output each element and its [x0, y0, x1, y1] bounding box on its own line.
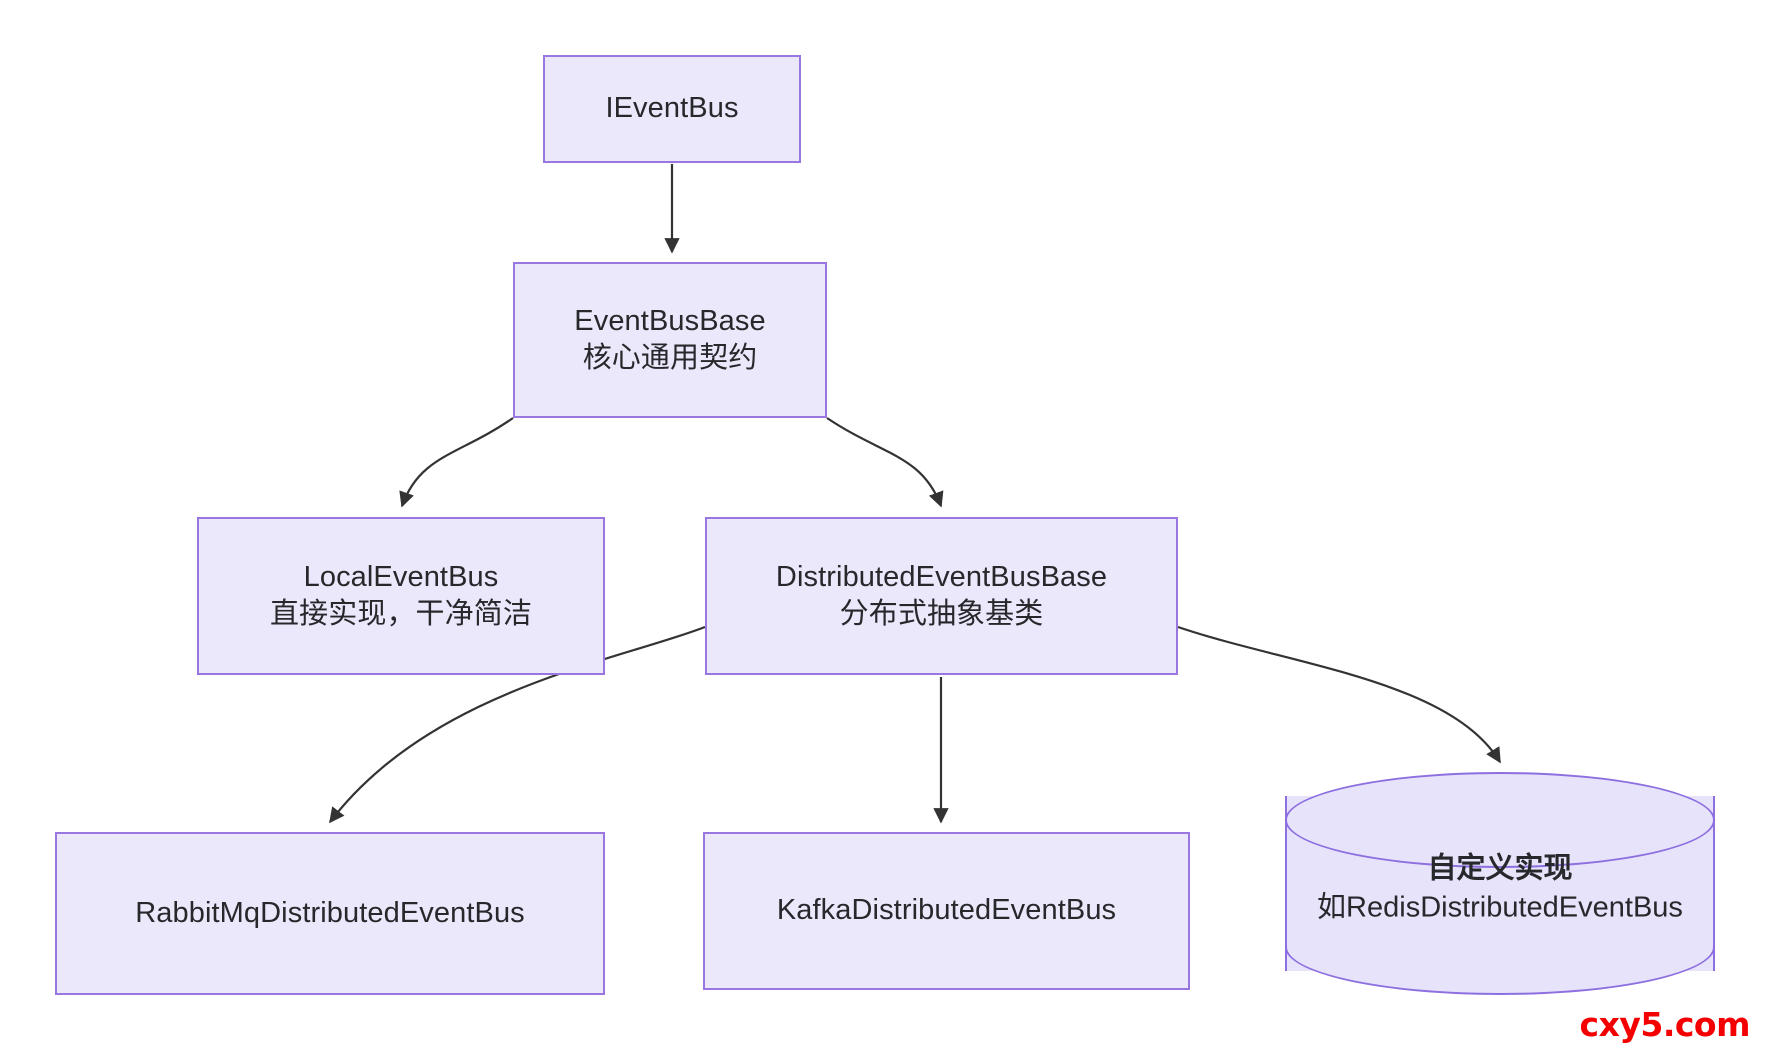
node-ieventbus[interactable]: IEventBus	[543, 55, 801, 163]
edge-eventbusbase-to-localeventbus	[399, 417, 514, 508]
watermark: cxy5.com	[1579, 1005, 1751, 1044]
node-ieventbus-line1: IEventBus	[605, 92, 739, 125]
node-localeventbus-line1: LocalEventBus	[303, 560, 499, 593]
edge-distributedeventbusbase-to-custom	[1177, 625, 1501, 764]
node-eventbusbase-line2: 核心通用契约	[582, 342, 758, 374]
node-rabbitmq-distributed-eventbus[interactable]: RabbitMqDistributedEventBus	[55, 832, 605, 995]
node-rabbitmq-distributed-eventbus-line1: RabbitMqDistributedEventBus	[135, 896, 525, 929]
cylinder-top-cap	[1285, 772, 1715, 868]
node-custom-implementation[interactable]: 自定义实现 如RedisDistributedEventBus	[1285, 772, 1715, 995]
node-kafka-distributed-eventbus[interactable]: KafkaDistributedEventBus	[703, 832, 1190, 990]
edge-eventbusbase-to-distributedeventbusbase	[826, 417, 944, 508]
node-distributedeventbusbase[interactable]: DistributedEventBusBase 分布式抽象基类	[705, 517, 1178, 675]
node-distributedeventbusbase-line2: 分布式抽象基类	[839, 598, 1044, 630]
node-distributedeventbusbase-line1: DistributedEventBusBase	[775, 560, 1108, 593]
node-localeventbus[interactable]: LocalEventBus 直接实现，干净简洁	[197, 517, 605, 675]
node-eventbusbase-line1: EventBusBase	[574, 304, 766, 337]
node-custom-implementation-line1: 自定义实现	[1427, 852, 1573, 885]
node-custom-implementation-line2: 如RedisDistributedEventBus	[1317, 891, 1683, 924]
node-localeventbus-line2: 直接实现，干净简洁	[270, 598, 532, 630]
node-custom-implementation-label: 自定义实现 如RedisDistributedEventBus	[1285, 849, 1715, 927]
node-eventbusbase[interactable]: EventBusBase 核心通用契约	[513, 262, 827, 418]
node-kafka-distributed-eventbus-line1: KafkaDistributedEventBus	[776, 894, 1117, 927]
